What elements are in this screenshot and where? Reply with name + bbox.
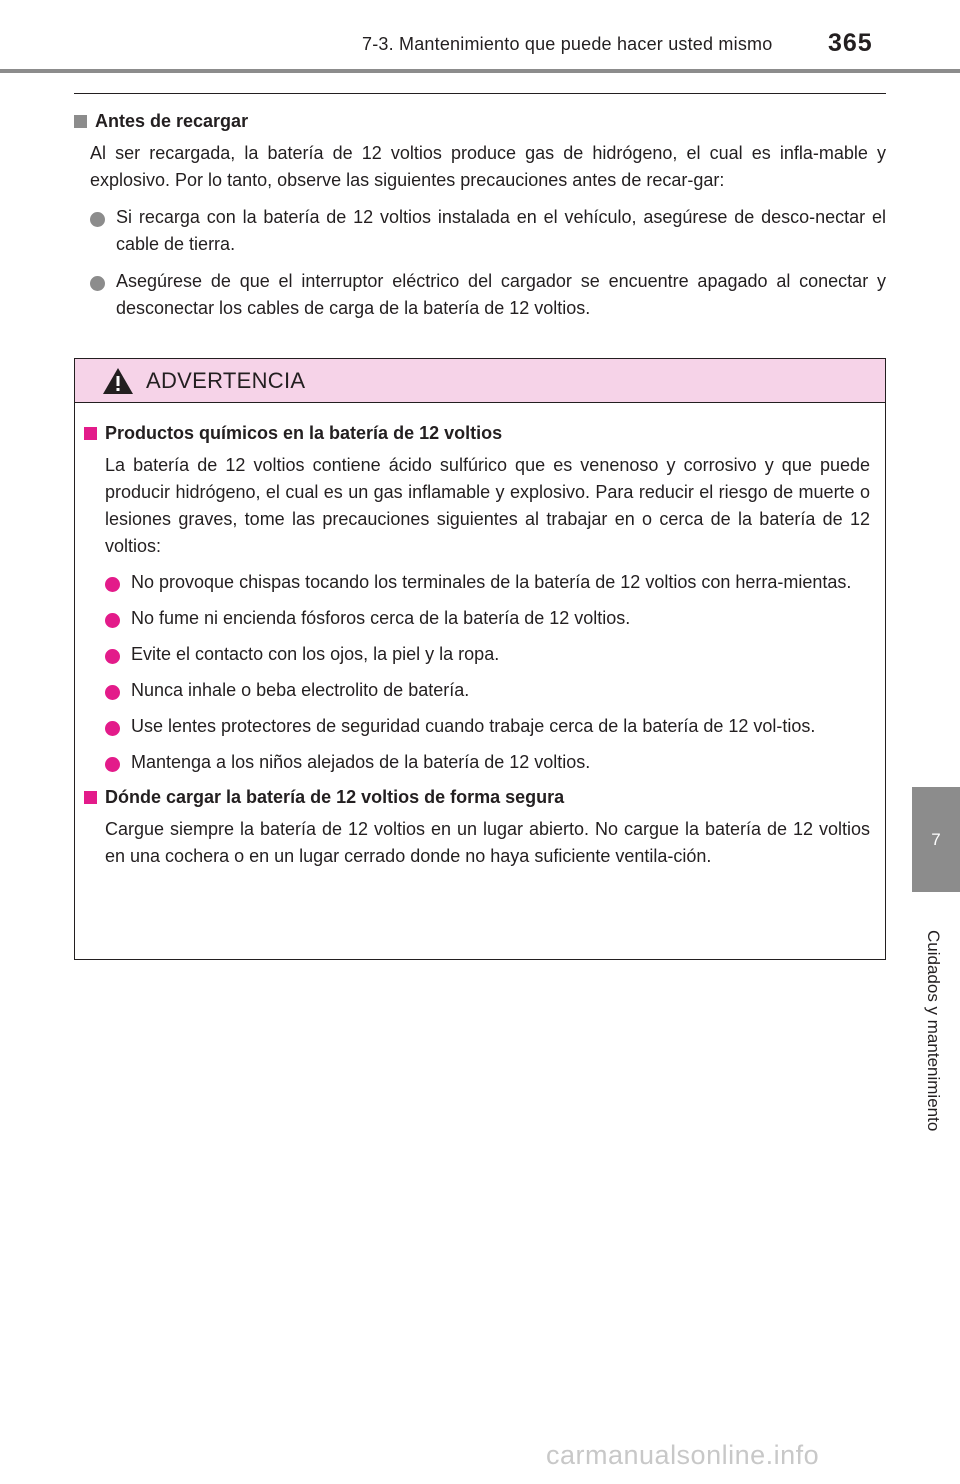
warning-box: ADVERTENCIA Productos químicos en la bat… [74, 358, 886, 960]
warning-section: Dónde cargar la batería de 12 voltios de… [84, 784, 870, 870]
bullet-text: Nunca inhale o beba electrolito de bater… [131, 680, 470, 700]
bullet-text: Si recarga con la batería de 12 voltios … [116, 207, 886, 254]
warning-bullet-item: No fume ni encienda fósforos cerca de la… [105, 605, 870, 632]
warning-bullet-item: Nunca inhale o beba electrolito de bater… [105, 677, 870, 704]
circle-bullet-icon [105, 641, 131, 668]
section-paragraph: Al ser recargada, la batería de 12 volti… [90, 143, 886, 190]
header-rule [0, 69, 960, 73]
warning-bullet-item: Evite el contacto con los ojos, la piel … [105, 641, 870, 668]
circle-bullet-icon [105, 677, 131, 704]
chapter-tab[interactable]: 7 [912, 787, 960, 892]
watermark: carmanualsonline.info [546, 1440, 820, 1470]
warning-bullet-item: No provoque chispas tocando los terminal… [105, 569, 870, 596]
warning-section-heading: Productos químicos en la batería de 12 v… [84, 420, 870, 447]
section-antes-de-recargar: Antes de recargar Al ser recargada, la b… [74, 108, 886, 322]
warning-paragraph: Cargue siempre la batería de 12 voltios … [105, 819, 870, 866]
warning-triangle-icon [103, 367, 133, 394]
bullet-text: No fume ni encienda fósforos cerca de la… [131, 608, 631, 628]
circle-bullet-icon [105, 713, 131, 740]
warning-section-heading: Dónde cargar la batería de 12 voltios de… [84, 784, 870, 811]
chapter-label: Cuidados y mantenimiento [924, 930, 943, 1132]
circle-bullet-icon [90, 268, 116, 322]
bullet-item: Asegúrese de que el interruptor eléctric… [90, 268, 886, 322]
section-heading: Antes de recargar [74, 108, 886, 135]
bullet-text: Evite el contacto con los ojos, la piel … [131, 644, 500, 664]
warning-section-heading-text: Dónde cargar la batería de 12 voltios de… [105, 787, 565, 807]
warning-bullet-item: Mantenga a los niños alejados de la bate… [105, 749, 870, 776]
warning-bullet-item: Use lentes protectores de seguridad cuan… [105, 713, 870, 740]
circle-bullet-icon [105, 749, 131, 776]
bullet-text: Mantenga a los niños alejados de la bate… [131, 752, 591, 772]
bullet-text: No provoque chispas tocando los terminal… [131, 572, 852, 592]
circle-bullet-icon [90, 204, 116, 258]
square-bullet-icon [84, 791, 97, 804]
warning-section: Productos químicos en la batería de 12 v… [84, 420, 870, 776]
square-bullet-icon [84, 427, 97, 440]
circle-bullet-icon [105, 605, 131, 632]
page-number: 365 [828, 29, 873, 57]
bullet-text: Asegúrese de que el interruptor eléctric… [116, 271, 886, 318]
section-heading-text: Antes de recargar [95, 111, 249, 131]
header-title: 7-3. Mantenimiento que puede hacer usted… [362, 34, 773, 54]
bullet-text: Use lentes protectores de seguridad cuan… [131, 716, 816, 736]
warning-body: Productos químicos en la batería de 12 v… [84, 420, 870, 870]
bullet-item: Si recarga con la batería de 12 voltios … [90, 204, 886, 258]
warning-section-heading-text: Productos químicos en la batería de 12 v… [105, 423, 503, 443]
top-rule [74, 93, 886, 94]
chapter-number: 7 [931, 829, 941, 849]
warning-title: ADVERTENCIA [146, 367, 306, 393]
circle-bullet-icon [105, 569, 131, 596]
warning-header: ADVERTENCIA [75, 359, 885, 403]
square-bullet-icon [74, 115, 87, 128]
warning-paragraph: La batería de 12 voltios contiene ácido … [105, 455, 870, 556]
